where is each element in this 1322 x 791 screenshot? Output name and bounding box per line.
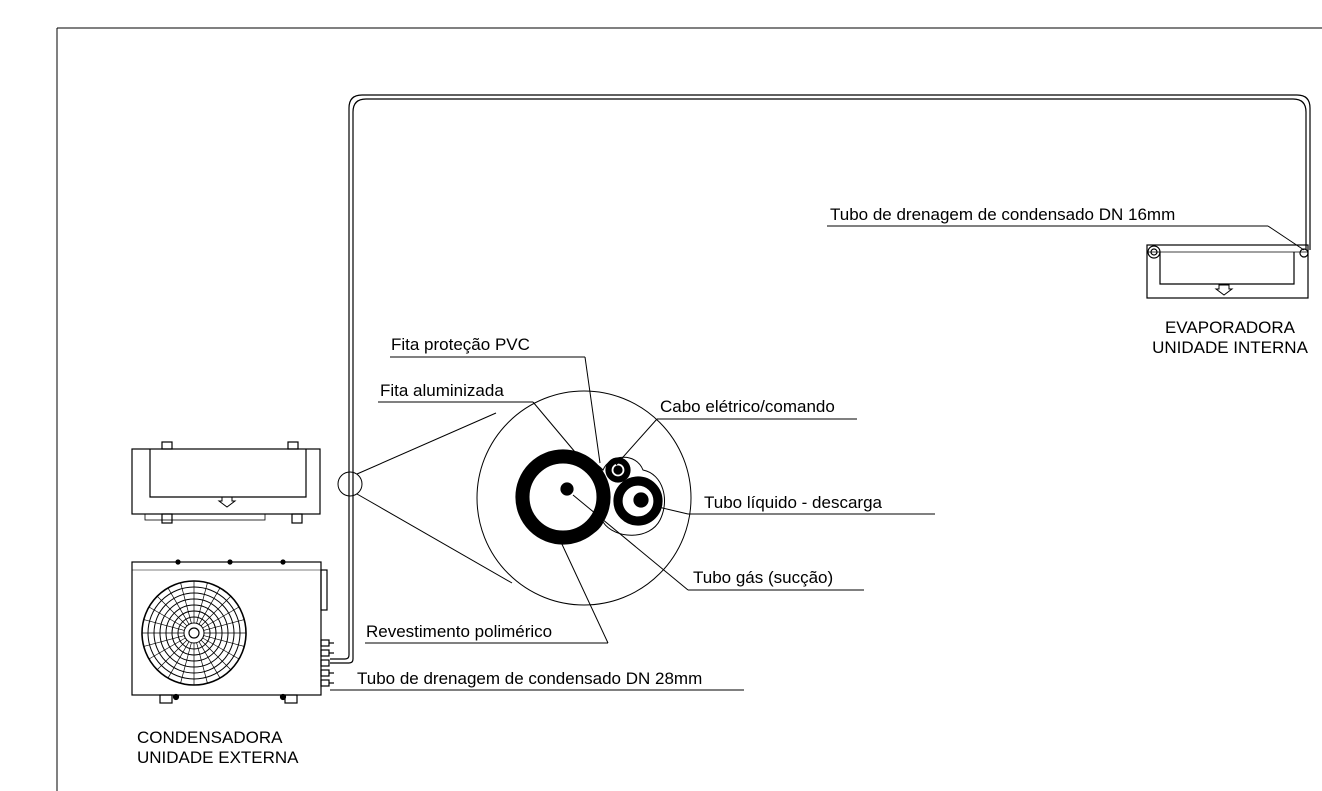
label-drain-condenser: Tubo de drenagem de condensado DN 28mm	[357, 669, 703, 688]
refrigerant-line	[330, 94, 1311, 664]
label-tubo-gas: Tubo gás (sucção)	[693, 568, 834, 587]
evaporator-unit	[1146, 244, 1309, 299]
label-fita-pvc: Fita proteção PVC	[391, 335, 530, 354]
label-fita-aluminizada: Fita aluminizada	[380, 381, 504, 400]
evaporator-caption-line1: EVAPORADORA	[1164, 318, 1296, 337]
leader-lines	[330, 225, 1305, 691]
pipe-bundle-section	[515, 449, 665, 545]
label-drain-evaporator: Tubo de drenagem de condensado DN 16mm	[830, 205, 1176, 224]
condenser-front-view	[131, 559, 334, 704]
label-revestimento: Revestimento polimérico	[366, 622, 553, 641]
label-tubo-liquido: Tubo líquido - descarga	[704, 493, 882, 512]
condenser-fan-icon	[141, 580, 247, 686]
pipe-detail-zoom	[337, 390, 692, 606]
condenser-caption-line1: CONDENSADORA	[137, 728, 283, 747]
label-cabo-eletrico: Cabo elétrico/comando	[660, 397, 835, 416]
evaporator-caption: EVAPORADORA UNIDADE INTERNA	[1140, 318, 1320, 358]
drawing-frame	[56, 27, 1322, 791]
evaporator-caption-line2: UNIDADE INTERNA	[1152, 338, 1308, 357]
condenser-top-view	[131, 441, 321, 524]
condenser-caption: CONDENSADORA UNIDADE EXTERNA	[137, 728, 299, 768]
condenser-caption-line2: UNIDADE EXTERNA	[137, 748, 299, 767]
